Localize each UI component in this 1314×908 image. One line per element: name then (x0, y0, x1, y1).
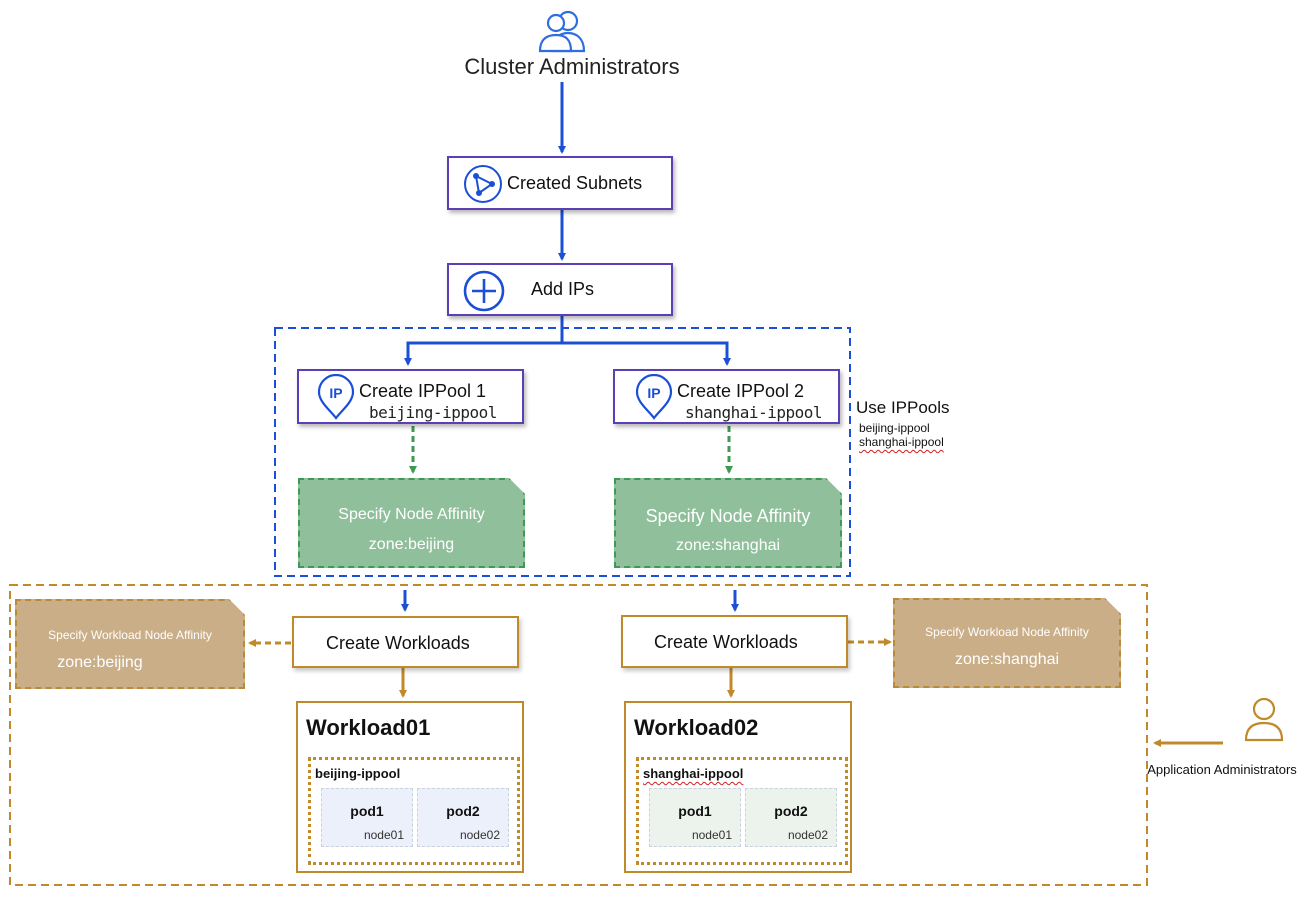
use-ippools-title: Use IPPools (856, 398, 950, 417)
workload-affinity-zone: zone:shanghai (954, 651, 1060, 668)
use-ippools-note: Use IPPools beijing-ippool shanghai-ippo… (856, 398, 986, 449)
pod-name: pod1 (678, 803, 712, 819)
pod-card[interactable]: pod2 node02 (417, 788, 509, 847)
create-workloads-label: Create Workloads (326, 633, 470, 653)
workload-group-frame (9, 584, 1148, 886)
pod-name: pod2 (446, 803, 480, 819)
cluster-admins-label: Cluster Administrators (464, 54, 680, 79)
node-affinity-title: Specify Node Affinity (338, 506, 485, 523)
ippool-2-title: Create IPPool 2 (677, 381, 805, 401)
pod-name: pod2 (774, 803, 808, 819)
pod-card[interactable]: pod1 node01 (649, 788, 741, 847)
pod-node: node01 (363, 828, 404, 842)
pod-node: node02 (787, 828, 828, 842)
workload-affinity-note-1: Specify Workload Node Affinity zone:beij… (15, 599, 245, 689)
app-admins-label: Application Administrators (1147, 762, 1297, 777)
ip-pin-icon: IP (317, 373, 355, 420)
create-workloads-button-2[interactable]: Create Workloads (621, 615, 848, 668)
workload-affinity-note-2: Specify Workload Node Affinity zone:shan… (893, 598, 1121, 688)
workload-pool-label: beijing-ippool (315, 766, 401, 781)
workload-affinity-zone: zone:beijing (57, 654, 143, 671)
ippool-1-box[interactable]: IP Create IPPool 1 beijing-ippool (297, 369, 524, 424)
arrow-addips-split-right (562, 341, 731, 366)
create-workloads-button-1[interactable]: Create Workloads (292, 616, 519, 668)
node-affinity-note-1: Specify Node Affinity zone:beijing (298, 478, 525, 568)
ip-pin-icon: IP (635, 373, 673, 420)
node-affinity-zone: zone:shanghai (675, 537, 781, 554)
pod-card[interactable]: pod1 node01 (321, 788, 413, 847)
users-icon (536, 8, 590, 54)
workload-01-box[interactable]: Workload01 beijing-ippool pod1 node01 po… (296, 701, 524, 873)
pod-card[interactable]: pod2 node02 (745, 788, 837, 847)
ippool-2-box[interactable]: IP Create IPPool 2 shanghai-ippool (613, 369, 840, 424)
workload-title: Workload02 (634, 715, 759, 740)
user-icon (1243, 695, 1285, 743)
use-ippools-item: beijing-ippool (859, 421, 930, 435)
create-workloads-label: Create Workloads (654, 632, 798, 652)
node-affinity-title: Specify Node Affinity (645, 506, 811, 526)
workload-title: Workload01 (306, 715, 431, 740)
created-subnets-box[interactable]: Created Subnets (447, 156, 673, 210)
pod-node: node02 (459, 828, 500, 842)
ippool-1-title: Create IPPool 1 (359, 381, 487, 401)
workload-pool-frame: beijing-ippool pod1 node01 pod2 node02 (308, 757, 520, 865)
subnet-icon (463, 164, 503, 204)
ip-icon-text: IP (647, 385, 660, 401)
pod-node: node01 (691, 828, 732, 842)
workload-affinity-title: Specify Workload Node Affinity (48, 628, 212, 642)
ip-icon-text: IP (329, 385, 342, 401)
node-affinity-note-2: Specify Node Affinity zone:shanghai (614, 478, 842, 568)
add-ips-label: Add IPs (531, 279, 595, 299)
arrow-addips-split (404, 316, 564, 366)
node-affinity-zone: zone:beijing (368, 536, 455, 553)
workload-02-box[interactable]: Workload02 shanghai-ippool pod1 node01 p… (624, 701, 852, 873)
workload-pool-frame: shanghai-ippool pod1 node01 pod2 node02 (636, 757, 848, 865)
plus-circle-icon (463, 270, 505, 312)
pod-name: pod1 (350, 803, 384, 819)
use-ippools-item: shanghai-ippool (859, 435, 944, 449)
workload-pool-label: shanghai-ippool (643, 766, 744, 781)
add-ips-box[interactable]: Add IPs (447, 263, 673, 316)
ippool-1-name: beijing-ippool (369, 403, 497, 422)
ippool-2-name: shanghai-ippool (685, 403, 823, 422)
created-subnets-label: Created Subnets (507, 173, 643, 193)
workload-affinity-title: Specify Workload Node Affinity (925, 625, 1089, 639)
